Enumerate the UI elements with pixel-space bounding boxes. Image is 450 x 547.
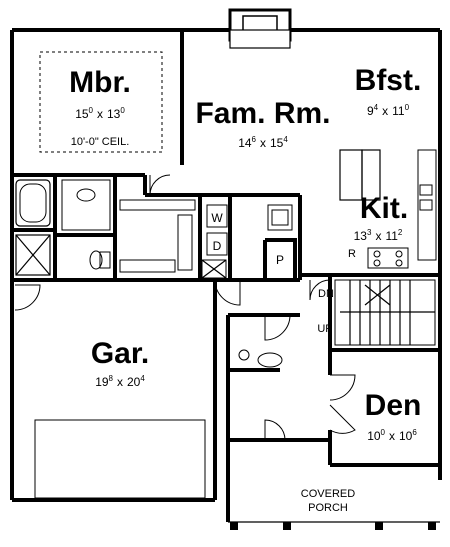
porch-label-line1: COVERED [301, 488, 355, 500]
washer-label: W [211, 211, 223, 225]
dryer-label: D [213, 239, 222, 253]
stairs-down-label: DN [318, 288, 334, 300]
stairs [334, 279, 436, 346]
porch-label-line2: PORCH [308, 502, 348, 514]
refrigerator-label: R [348, 248, 356, 260]
stairs-up-label: UP [317, 323, 332, 335]
doors [14, 174, 356, 441]
exterior-walls [10, 8, 442, 523]
fixtures [15, 51, 437, 530]
room-name: Den [365, 389, 422, 422]
interior-walls [12, 30, 440, 522]
ceiling-note: 10'-0" CEIL. [71, 136, 130, 148]
room-name: Gar. [91, 337, 149, 370]
fixture-labels: W D P R DN UP COVERED PORCH [211, 211, 356, 514]
room-name: Fam. Rm. [195, 97, 330, 130]
room-name: Kit. [360, 192, 408, 225]
pantry-label: P [276, 253, 284, 267]
room-name: Bfst. [355, 64, 422, 97]
room-name: Mbr. [69, 66, 131, 99]
